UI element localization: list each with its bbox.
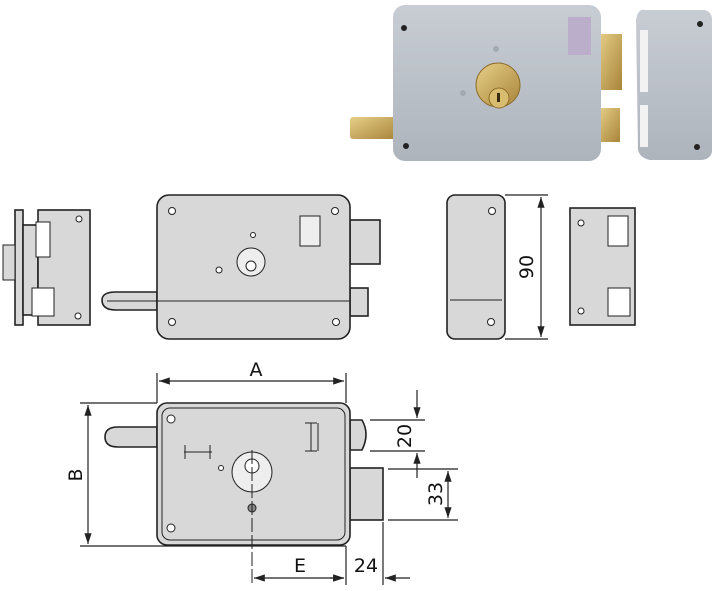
keeper-view (569, 207, 636, 326)
dim-24: 24 (354, 555, 378, 577)
dim-33: 33 (425, 482, 447, 506)
dim-20: 20 (394, 424, 416, 448)
dim-90: 90 (516, 255, 538, 279)
photo-keeper (636, 9, 712, 161)
product-photo (350, 5, 712, 161)
photo-latch (350, 117, 396, 139)
front-sticker (299, 215, 321, 247)
side-view-left (2, 209, 91, 326)
photo-bolt-bottom (598, 108, 620, 142)
dimensioned-front-view: A B 20 33 E 24 (65, 359, 458, 585)
side-view-right: 90 (446, 194, 548, 340)
front-view (101, 194, 381, 340)
dim-A: A (250, 359, 263, 381)
photo-bolt-top (598, 34, 622, 90)
dim-E: E (294, 555, 306, 577)
dim-B: B (65, 468, 87, 481)
hologram-sticker (568, 17, 591, 55)
